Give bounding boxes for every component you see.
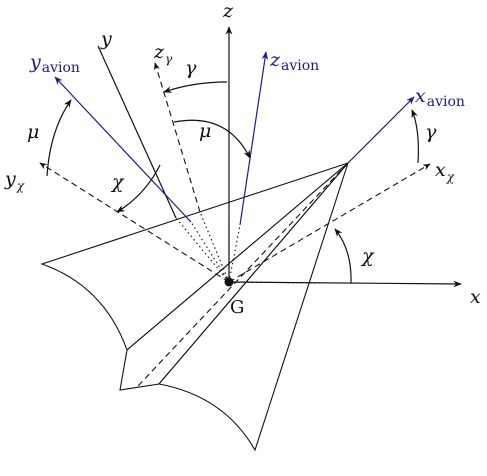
mu-center-arc <box>173 119 251 159</box>
dotted-to-z-gamma <box>199 211 230 283</box>
z-avion-axis <box>239 51 269 226</box>
label-x: x <box>470 286 481 308</box>
label-G: G <box>230 297 244 318</box>
label-mu-center: μ <box>199 120 211 142</box>
label-z: z <box>222 0 234 22</box>
y-axis <box>97 45 177 219</box>
label-x-avion: xavion <box>415 85 465 110</box>
fuselage-centerline <box>137 162 349 387</box>
label-chi-right: χ <box>360 245 375 267</box>
gamma-top-arc <box>163 81 228 93</box>
aircraft-shape <box>40 162 349 452</box>
label-y-chi: yχ <box>4 168 25 193</box>
y-avion-axis <box>54 76 192 223</box>
center-of-gravity-point <box>224 277 234 287</box>
labels: z y zγ yavion zavion xavion γ γ μ μ χ χ … <box>4 0 481 318</box>
gamma-right-arc <box>411 109 419 164</box>
dotted-to-z-avion <box>228 224 241 283</box>
angle-arcs <box>46 81 419 284</box>
x-avion-axis <box>347 96 415 164</box>
label-z-avion: zavion <box>269 49 319 74</box>
label-mu-left: μ <box>27 121 39 143</box>
x-axis <box>228 280 462 288</box>
label-gamma-right: γ <box>425 121 437 143</box>
label-x-chi: xχ <box>435 159 455 184</box>
z-gamma-axis <box>154 62 201 213</box>
dotted-to-y <box>175 217 230 283</box>
mu-left-arc <box>46 99 72 177</box>
label-y-avion: yavion <box>29 51 80 76</box>
label-y: y <box>100 28 112 50</box>
chi-left-arc <box>116 164 161 213</box>
chi-right-arc <box>334 228 352 284</box>
label-z-gamma: zγ <box>153 41 173 66</box>
dotted-to-y-avion <box>190 221 230 283</box>
label-gamma-top: γ <box>185 57 197 79</box>
label-chi-left: χ <box>110 171 125 193</box>
axes <box>39 26 462 288</box>
y-chi-axis <box>39 162 230 283</box>
x-chi-axis <box>228 163 431 283</box>
left-wing <box>40 162 349 351</box>
right-wing <box>157 162 349 452</box>
